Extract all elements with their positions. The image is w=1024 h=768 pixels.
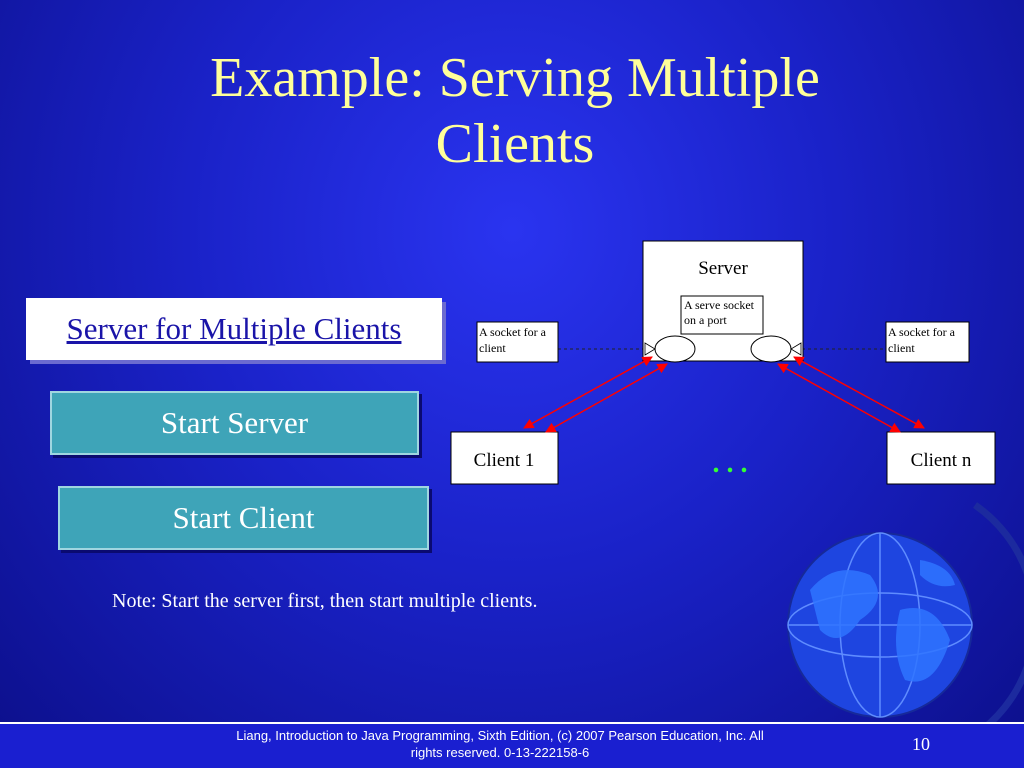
left-client-socket-text-1: A socket for a	[479, 325, 547, 339]
start-client-button[interactable]: Start Client	[58, 486, 429, 550]
client-1-arrow-b	[545, 363, 668, 433]
right-socket-pointer	[790, 342, 802, 356]
right-client-socket-box	[885, 321, 970, 363]
left-client-socket-text-2: client	[479, 341, 506, 355]
left-client-socket-box	[476, 321, 559, 363]
client-n-arrow-b	[777, 363, 901, 433]
note-text: Note: Start the server first, then start…	[112, 590, 538, 612]
right-client-socket-text-1: A socket for a	[888, 325, 956, 339]
title-line-2: Clients	[435, 113, 595, 175]
server-right-socket	[750, 335, 792, 363]
client-n-label: Client n	[911, 450, 972, 471]
more-clients-ellipsis: . . .	[713, 448, 748, 479]
server-left-socket	[654, 335, 696, 363]
server-socket-box	[680, 295, 764, 335]
client-1-arrow-a	[523, 356, 653, 429]
page-number: 10	[912, 734, 930, 754]
slide-title: Example: Serving Multiple Clients	[60, 45, 970, 177]
server-socket-text-1: A serve socket	[684, 298, 755, 312]
client-1-label: Client 1	[474, 450, 535, 471]
footer-copyright: Liang, Introduction to Java Programming,…	[200, 727, 800, 761]
footer-bar	[0, 722, 1024, 768]
server-label: Server	[698, 258, 748, 279]
server-for-multiple-clients-link[interactable]: Server for Multiple Clients	[66, 311, 402, 346]
left-socket-pointer	[644, 342, 656, 356]
server-socket-text-2: on a port	[684, 313, 727, 327]
client-1-box	[450, 431, 559, 485]
start-server-button[interactable]: Start Server	[50, 391, 419, 455]
right-client-socket-text-2: client	[888, 341, 915, 355]
client-n-arrow-a	[793, 356, 925, 429]
title-line-1: Example: Serving Multiple	[210, 47, 820, 109]
client-n-box	[886, 431, 996, 485]
footer-line-2: rights reserved. 0-13-222158-6	[410, 745, 590, 760]
server-link-box: Server for Multiple Clients	[26, 298, 442, 360]
footer-line-1: Liang, Introduction to Java Programming,…	[236, 728, 764, 743]
